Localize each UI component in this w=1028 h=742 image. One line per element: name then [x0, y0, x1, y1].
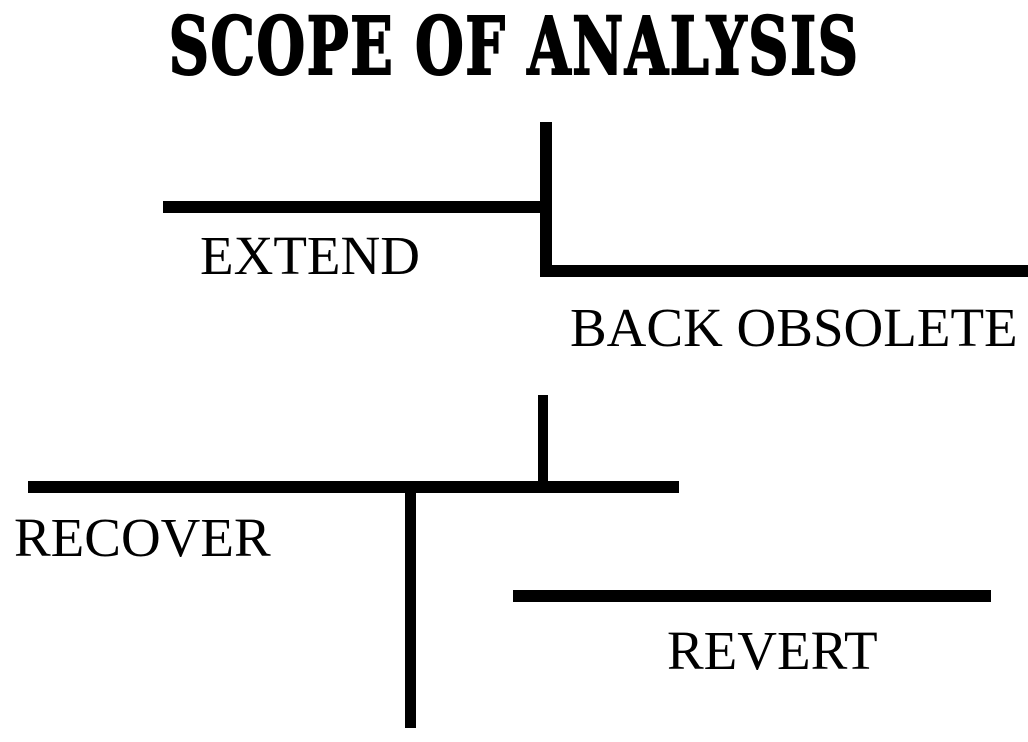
branch-line-recover — [28, 481, 679, 493]
branch-line-revert — [513, 590, 991, 602]
branch-label-recover: RECOVER — [14, 507, 271, 568]
branch-line-back-obsolete — [540, 265, 1028, 277]
branch-label-back-obsolete: BACK OBSOLETE — [570, 297, 1018, 358]
branch-label-revert: REVERT — [667, 620, 878, 681]
connector-upper-spine-top — [540, 122, 552, 211]
branch-label-extend: EXTEND — [200, 225, 420, 286]
connector-lower-spine-down — [405, 487, 416, 728]
connector-lower-spine-stub-up — [538, 395, 548, 487]
page-title: SCOPE OF ANALYSIS — [168, 0, 860, 93]
connector-upper-spine-bottom — [540, 211, 552, 277]
branch-line-extend — [163, 201, 546, 213]
